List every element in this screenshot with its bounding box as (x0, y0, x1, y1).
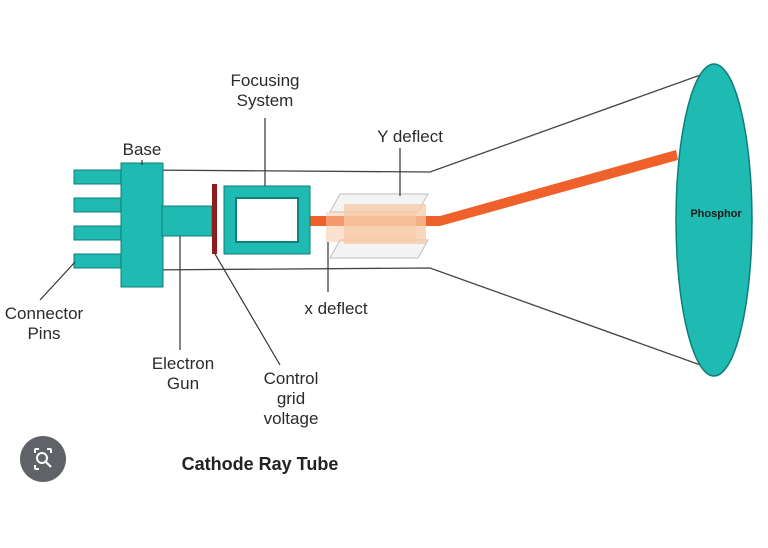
tube-outline-top (139, 67, 721, 173)
label-base: Base (122, 140, 162, 159)
leader-connector-pins (39, 261, 76, 301)
leader-control-grid (214, 253, 281, 366)
label-connector-pins: Connector Pins (4, 304, 84, 343)
label-x-deflect: x deflect (304, 299, 368, 318)
lens-search-button[interactable] (20, 436, 66, 482)
lens-search-icon (34, 448, 52, 470)
connector-pins (73, 169, 125, 269)
diagram-caption: Cathode Ray Tube (181, 454, 339, 474)
phosphor-screen (675, 63, 753, 377)
label-y-deflect: Y deflect (377, 127, 443, 146)
y-deflect-plate-bottom (329, 239, 429, 259)
label-focusing-system: Focusing System (230, 71, 300, 110)
electron-gun-block (161, 205, 213, 237)
tube-outline-bottom (139, 267, 721, 373)
label-electron-gun: Electron Gun (151, 354, 215, 393)
control-grid-bar (212, 184, 217, 254)
focusing-system-window (235, 197, 299, 243)
base-block (120, 162, 164, 288)
deflect-plate-overlay (326, 212, 416, 242)
label-phosphor: Phosphor (690, 208, 742, 220)
label-control-grid: Control grid voltage (263, 369, 319, 428)
